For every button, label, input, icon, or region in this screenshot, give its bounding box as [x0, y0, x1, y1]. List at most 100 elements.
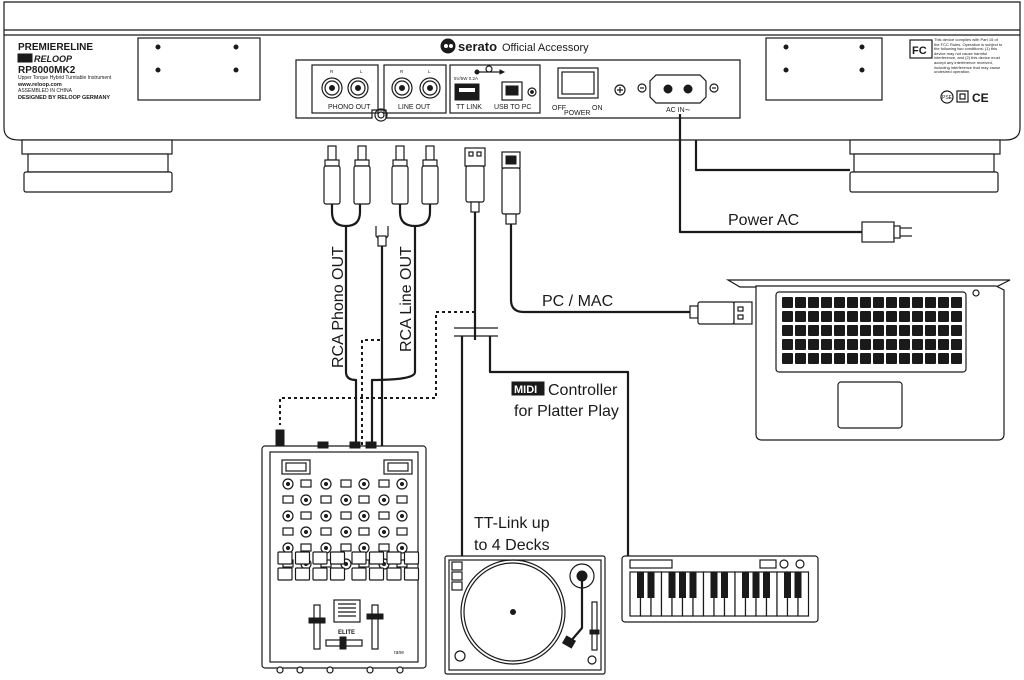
mixer-pads: [277, 551, 420, 581]
keyboard-key: [886, 339, 897, 350]
tt-link-up-label: TT-Link up: [474, 515, 550, 532]
phono-l-label: L: [360, 69, 363, 74]
keyboard-key: [951, 311, 962, 322]
keyboard-key: [860, 339, 871, 350]
line-plug-r: [391, 145, 409, 205]
mixer-button: [358, 527, 370, 536]
keyboard-key: [847, 311, 858, 322]
mixer-button: [378, 543, 390, 552]
keyboard-key: [808, 311, 819, 322]
black-key: [784, 572, 791, 598]
keyboard-key: [808, 339, 819, 350]
svg-text:CE: CE: [972, 91, 989, 105]
assembled: ASSEMBLED IN CHINA: [18, 88, 73, 94]
mixer-button: [378, 511, 390, 520]
line-plug-l: [421, 145, 439, 205]
black-key: [710, 572, 718, 598]
mixer-knob-cap: [286, 546, 290, 550]
keyboard-key: [860, 353, 871, 364]
keyboard-key: [886, 353, 897, 364]
black-key: [742, 572, 749, 598]
turntable-rear: PREMIERELINE RELOOP RP8000MK2 Upper Torq…: [3, 1, 1021, 193]
keyboard-key: [899, 297, 910, 308]
keyboard-key: [808, 353, 819, 364]
mixer-knob-cap: [382, 498, 386, 502]
power-on-label: ON: [592, 105, 603, 112]
mixer-button: [340, 543, 352, 552]
power-ac-label: Power AC: [728, 212, 799, 229]
keyboard-key: [938, 325, 949, 336]
keyboard-key: [847, 325, 858, 336]
black-key: [752, 572, 760, 598]
keyboard-key: [873, 311, 884, 322]
line-r-label: R: [400, 69, 404, 74]
black-key: [721, 572, 728, 598]
keyboard-key: [899, 311, 910, 322]
performance-pad: [386, 567, 402, 581]
mixer-button: [378, 479, 390, 488]
keyboard-key: [886, 297, 897, 308]
keyboard: [782, 297, 962, 364]
keyboard-key: [821, 353, 832, 364]
keyboard-key: [951, 339, 962, 350]
line-out-label: LINE OUT: [398, 104, 431, 111]
fcc-text: This device complies with Part 15 of the…: [934, 38, 1003, 75]
keyboard-key: [899, 325, 910, 336]
keyboard-key: [951, 297, 962, 308]
keyboard-key: [886, 325, 897, 336]
keyboard-key: [847, 339, 858, 350]
keyboard-key: [821, 311, 832, 322]
turntable-icon: [444, 555, 606, 675]
keyboard-key: [860, 325, 871, 336]
power-label: POWER: [564, 110, 590, 117]
keyboard-key: [795, 325, 806, 336]
phono-r-label: R: [330, 69, 334, 74]
keyboard-key: [925, 325, 936, 336]
keyboard-key: [834, 311, 845, 322]
usb-ports: 5V/5W 0.2A TT LINK USB TO PC: [449, 64, 541, 114]
dj-mixer-icon: ELITE rane: [261, 429, 427, 674]
ac-in-port: AC IN∼: [637, 74, 719, 114]
black-key: [794, 572, 802, 598]
model-desc: Upper Torque Hybrid Turntable Instrument: [18, 75, 112, 81]
mixer-button: [300, 511, 312, 520]
power-off-label: OFF: [552, 105, 566, 112]
designed: DESIGNED BY RELOOP GERMANY: [18, 95, 110, 101]
mixer-knob-cap: [362, 514, 366, 518]
black-key: [679, 572, 686, 598]
mixer-knob-cap: [362, 546, 366, 550]
keyboard-key: [808, 297, 819, 308]
mixer-button: [282, 527, 294, 536]
pc-mac-label: PC / MAC: [542, 293, 613, 310]
keyboard-key: [925, 353, 936, 364]
mixer-button: [282, 495, 294, 504]
keyboard-key: [782, 311, 793, 322]
svg-text:FC: FC: [912, 45, 927, 57]
performance-pad: [386, 551, 402, 565]
black-key: [637, 572, 644, 598]
keyboard-key: [951, 325, 962, 336]
keyboard-key: [782, 339, 793, 350]
phono-out-label: PHONO OUT: [328, 104, 371, 111]
mixer-knob-cap: [400, 514, 404, 518]
keyboard-key: [821, 297, 832, 308]
keyboard-key: [782, 297, 793, 308]
performance-pad: [294, 567, 311, 581]
keyboard-key: [795, 297, 806, 308]
phono-plug-l: [353, 145, 371, 205]
mixer-knob-cap: [324, 546, 328, 550]
keyboard-key: [873, 353, 884, 364]
mixer-knob-cap: [344, 498, 348, 502]
performance-pad: [403, 551, 420, 565]
black-key: [689, 572, 697, 598]
keyboard-key: [795, 353, 806, 364]
mixer-button: [396, 495, 408, 504]
rca-phono-label: RCA Phono OUT: [330, 246, 347, 368]
performance-pad: [277, 551, 293, 565]
mixer-knob-cap: [344, 530, 348, 534]
keyboard-key: [821, 325, 832, 336]
midi-keyboard-icon: [621, 555, 819, 623]
mixer-knob-cap: [324, 514, 328, 518]
mixer-knob-cap: [304, 498, 308, 502]
to-4-decks-label: to 4 Decks: [474, 537, 550, 554]
